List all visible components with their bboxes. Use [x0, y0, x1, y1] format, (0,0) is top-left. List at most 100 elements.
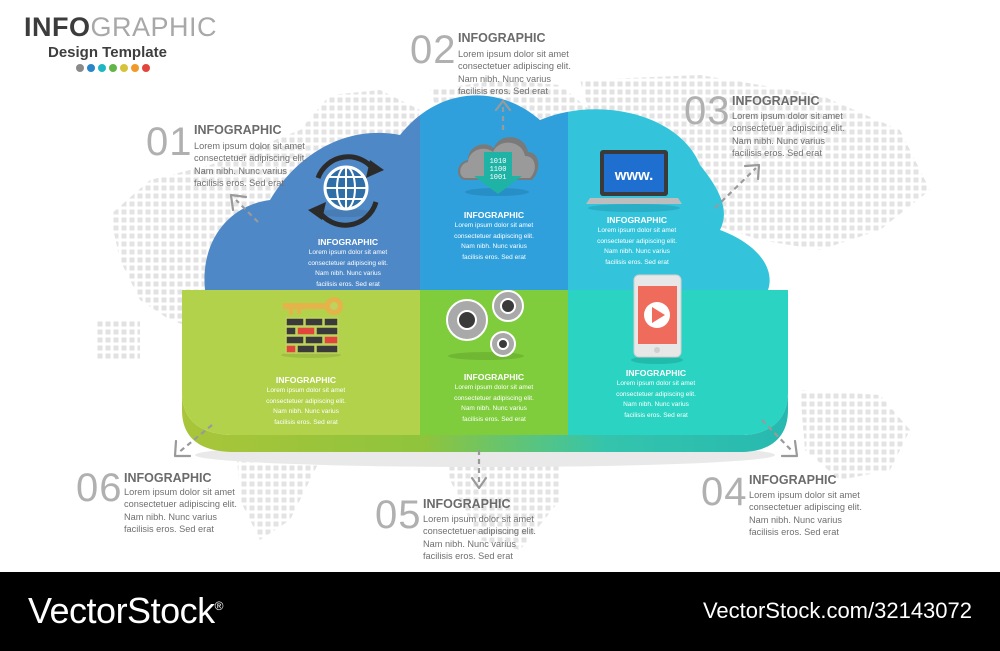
segment-5-line-2: consectetuer adipiscing elit. — [454, 394, 534, 402]
arrow-04-head — [780, 439, 799, 458]
brand-dot — [87, 64, 95, 72]
key-brick-wall-icon — [281, 297, 343, 358]
step-04-line-3: Nam nibh. Nunc varius — [749, 514, 842, 525]
segment-3-line-1: Lorem ipsum dolor sit amet — [597, 227, 677, 234]
binary-line-2: 1100 — [490, 166, 507, 174]
segment-4-line-1: Lorem ipsum dolor sit amet — [616, 380, 696, 387]
step-06-number: 06 — [76, 466, 123, 510]
step-01-line-4: facilisis eros. Sed erat — [194, 177, 284, 188]
segment-3-line-3: Nam nibh. Nunc varius — [604, 248, 670, 256]
segment-2-area — [420, 95, 568, 290]
registered-mark: ® — [214, 599, 224, 613]
arrow-06-head — [173, 439, 192, 458]
step-06-line-2: consectetuer adipiscing elit. — [124, 499, 237, 510]
step-01-text: Lorem ipsum dolor sit amet consectetuer … — [194, 140, 307, 189]
segment-2-text: INFOGRAPHIC Lorem ipsum dolor sit amet c… — [429, 210, 559, 262]
smartphone-play-icon — [631, 274, 683, 364]
step-01-line-3: Nam nibh. Nunc varius — [194, 165, 287, 176]
segment-6-line-2: consectetuer adipiscing elit. — [266, 397, 346, 405]
step-04-text: Lorem ipsum dolor sit amet consectetuer … — [749, 489, 862, 538]
footer-image-id[interactable]: VectorStock.com/32143072 — [702, 598, 972, 623]
segment-2-title: INFOGRAPHIC — [463, 210, 525, 220]
segment-3-title: INFOGRAPHIC — [606, 215, 668, 225]
segment-4-text: INFOGRAPHIC Lorem ipsum dolor sit amet c… — [591, 368, 721, 420]
footer-bar: VectorStock® VectorStock.com/32143072 — [0, 572, 1000, 651]
binary-line-1: 1010 — [490, 158, 507, 166]
arrow-02-head — [494, 99, 512, 112]
step-05-title: INFOGRAPHIC — [423, 497, 511, 511]
step-06-line-3: Nam nibh. Nunc varius — [124, 511, 217, 522]
brand-subtitle: Design Template — [48, 44, 167, 61]
step-02-line-1: Lorem ipsum dolor sit amet — [458, 49, 569, 59]
segment-5-line-3: Nam nibh. Nunc varius — [461, 405, 527, 413]
segment-6-line-3: Nam nibh. Nunc varius — [273, 408, 339, 416]
step-01-number: 01 — [146, 120, 193, 164]
segment-1-line-4: facilisis eros. Sed erat — [316, 280, 380, 288]
segment-6-title: INFOGRAPHIC — [275, 375, 337, 385]
arrow-01-head — [229, 193, 248, 212]
arrow-05-head — [470, 476, 488, 490]
arrow-heads — [173, 99, 799, 490]
segment-2-line-4: facilisis eros. Sed erat — [462, 253, 526, 261]
laptop-www-icon: www. — [586, 150, 682, 212]
step-05-text: Lorem ipsum dolor sit amet consectetuer … — [423, 513, 536, 562]
segment-5-title: INFOGRAPHIC — [463, 372, 525, 382]
segment-1-text: INFOGRAPHIC Lorem ipsum dolor sit amet c… — [283, 237, 413, 289]
brand-title-light: GRAPHIC — [90, 12, 218, 42]
segment-5-area — [420, 290, 568, 435]
segment-6-text: INFOGRAPHIC Lorem ipsum dolor sit amet c… — [241, 375, 371, 427]
brand-dot — [76, 64, 84, 72]
segment-1-line-3: Nam nibh. Nunc varius — [315, 270, 381, 278]
segment-4-line-2: consectetuer adipiscing elit. — [616, 390, 696, 398]
step-02-text: Lorem ipsum dolor sit amet consectetuer … — [458, 48, 571, 97]
step-03-line-3: Nam nibh. Nunc varius — [732, 135, 825, 146]
segment-1-line-1: Lorem ipsum dolor sit amet — [308, 249, 388, 256]
segment-6-line-1: Lorem ipsum dolor sit amet — [266, 387, 346, 394]
segment-1-line-2: consectetuer adipiscing elit. — [308, 259, 388, 267]
brand-dot — [98, 64, 106, 72]
segment-3-text: INFOGRAPHIC Lorem ipsum dolor sit amet c… — [572, 215, 702, 267]
step-05-line-2: consectetuer adipiscing elit. — [423, 526, 536, 537]
step-02-line-2: consectetuer adipiscing elit. — [458, 61, 571, 72]
step-04-title: INFOGRAPHIC — [749, 473, 837, 487]
step-01-line-1: Lorem ipsum dolor sit amet — [194, 141, 305, 151]
step-05-line-1: Lorem ipsum dolor sit amet — [423, 514, 534, 524]
step-02-line-4: facilisis eros. Sed erat — [458, 85, 548, 96]
segment-3-line-4: facilisis eros. Sed erat — [605, 258, 669, 266]
step-03-line-1: Lorem ipsum dolor sit amet — [732, 111, 843, 121]
segment-5-text: INFOGRAPHIC Lorem ipsum dolor sit amet c… — [429, 372, 559, 424]
step-05-line-3: Nam nibh. Nunc varius — [423, 538, 516, 549]
step-06-text: Lorem ipsum dolor sit amet consectetuer … — [124, 486, 237, 535]
segment-6-area — [182, 290, 420, 435]
brand-dot — [120, 64, 128, 72]
brand-dot — [131, 64, 139, 72]
step-01-title: INFOGRAPHIC — [194, 123, 282, 137]
segment-6-line-4: facilisis eros. Sed erat — [274, 418, 338, 426]
segment-5-line-1: Lorem ipsum dolor sit amet — [454, 384, 534, 391]
step-02-title: INFOGRAPHIC — [458, 31, 546, 45]
step-03-line-4: facilisis eros. Sed erat — [732, 147, 822, 158]
step-06-line-4: facilisis eros. Sed erat — [124, 523, 214, 534]
laptop-screen-text: www. — [614, 167, 654, 184]
step-04-line-2: consectetuer adipiscing elit. — [749, 502, 862, 513]
brand-dot — [142, 64, 150, 72]
brand-header: INFOGRAPHIC Design Template — [24, 12, 217, 61]
footer-logo[interactable]: VectorStock® — [28, 590, 223, 632]
step-06-title: INFOGRAPHIC — [124, 471, 212, 485]
step-05-number: 05 — [375, 493, 422, 537]
footer-logo-text: VectorStock — [28, 590, 215, 631]
step-01-line-2: consectetuer adipiscing elit. — [194, 153, 307, 164]
cloud-download-icon: 1010 1100 1001 — [457, 137, 539, 196]
segment-4-title: INFOGRAPHIC — [625, 368, 687, 378]
connector-arrows — [177, 103, 794, 485]
step-06-line-1: Lorem ipsum dolor sit amet — [124, 487, 235, 497]
gears-icon — [446, 290, 524, 360]
step-03-title: INFOGRAPHIC — [732, 94, 820, 108]
segment-3-line-2: consectetuer adipiscing elit. — [597, 237, 677, 245]
segment-2-line-2: consectetuer adipiscing elit. — [454, 232, 534, 240]
segment-2-line-1: Lorem ipsum dolor sit amet — [454, 222, 534, 229]
arrow-03-head — [743, 163, 761, 181]
step-02-number: 02 — [410, 28, 457, 72]
step-04-line-4: facilisis eros. Sed erat — [749, 526, 839, 537]
step-04-number: 04 — [701, 470, 748, 514]
